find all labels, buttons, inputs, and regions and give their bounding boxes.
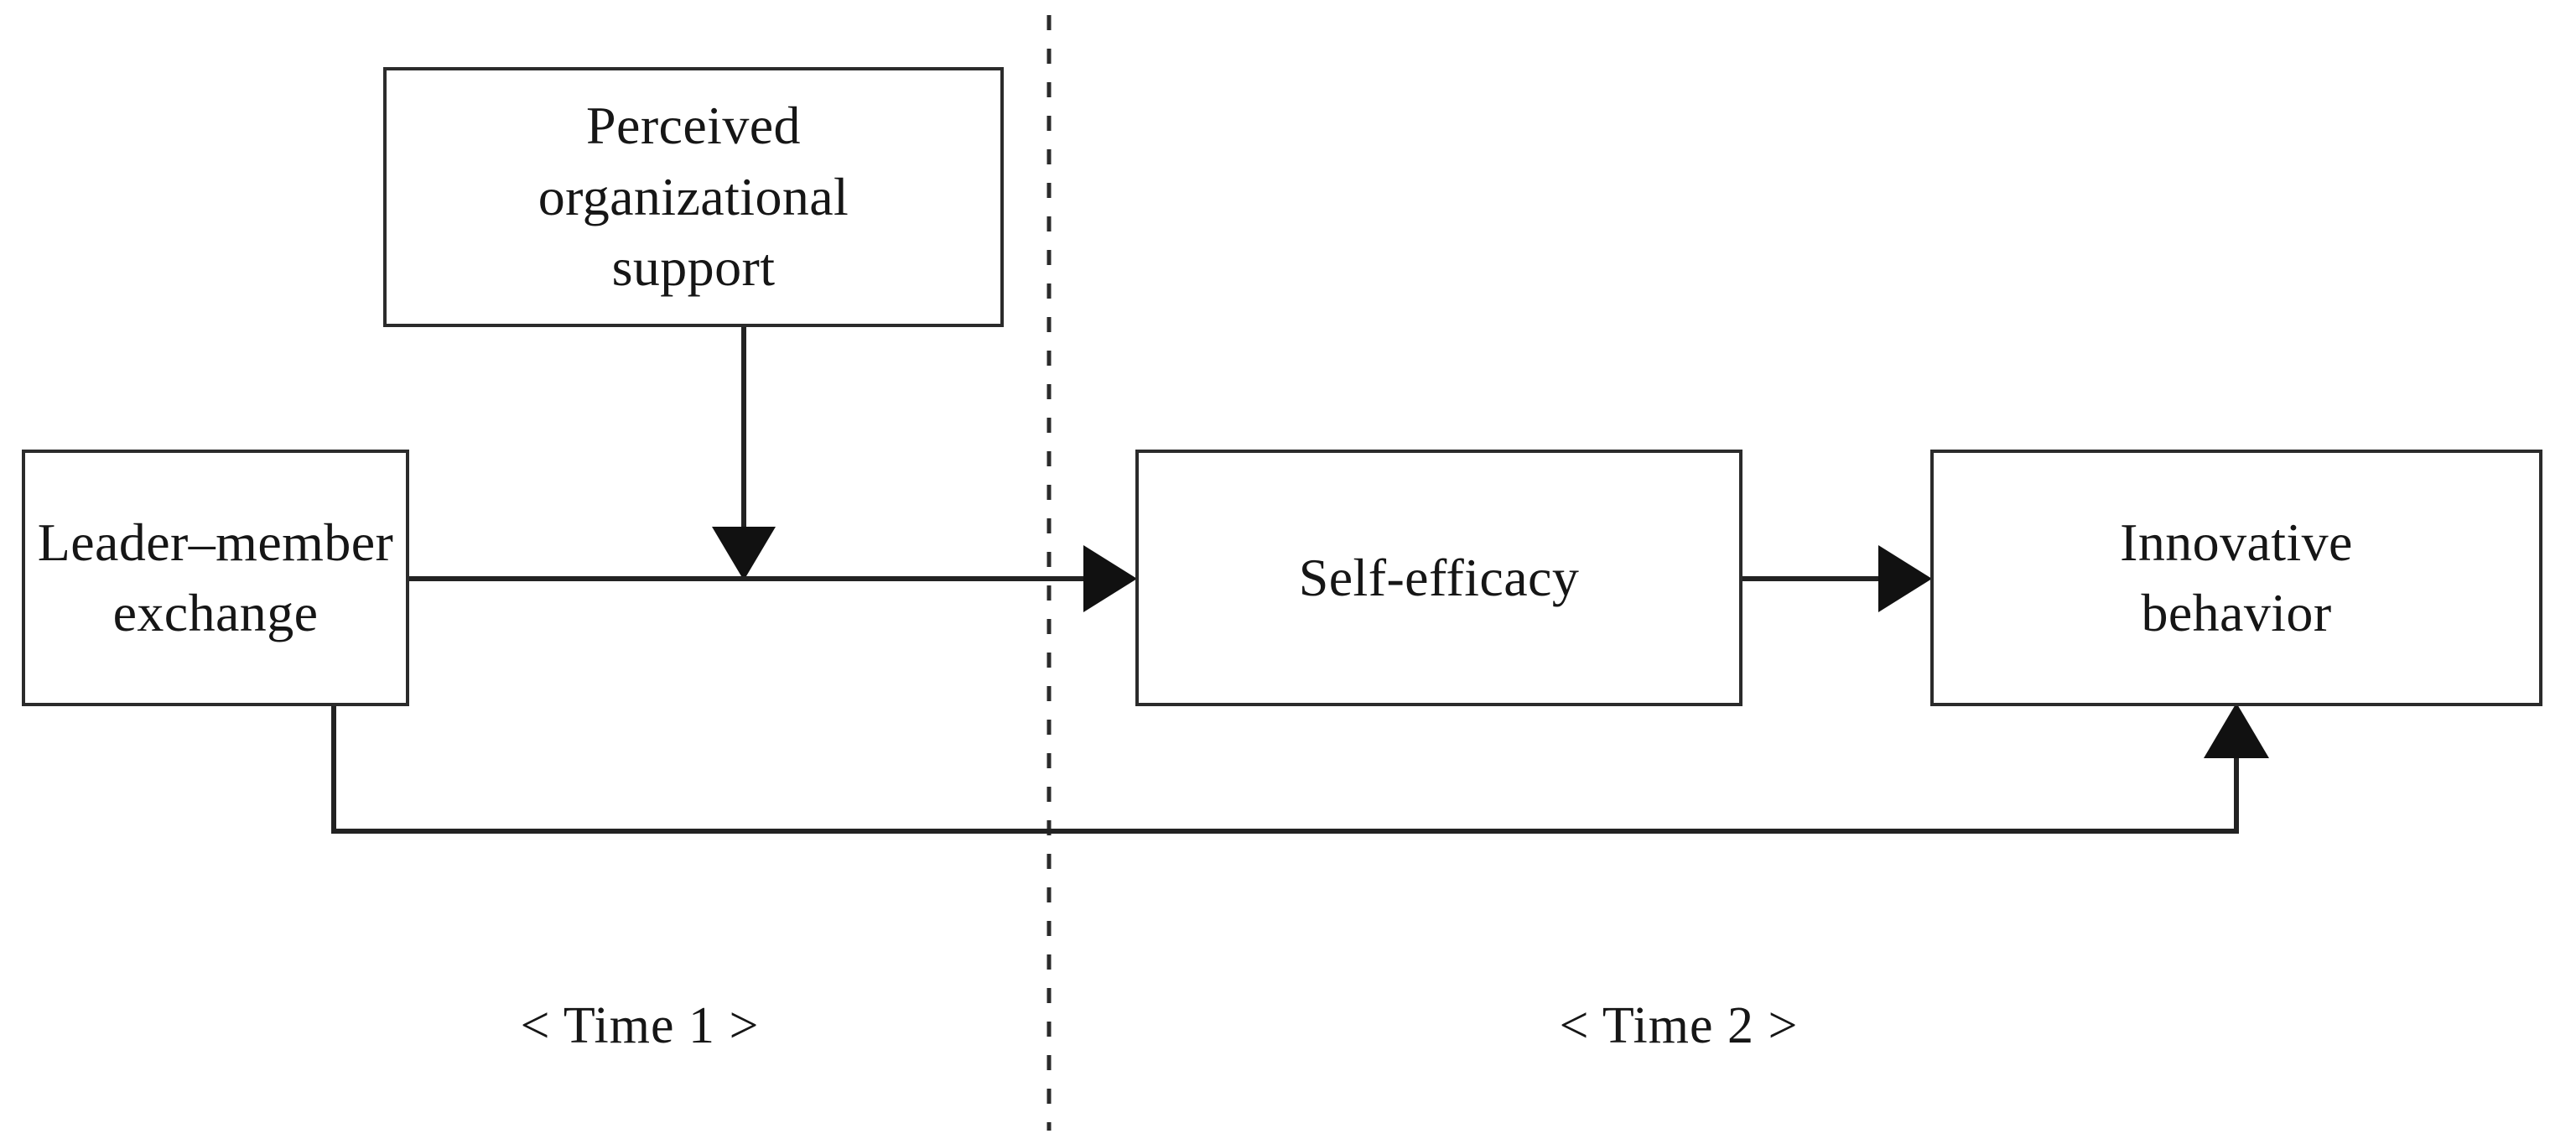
phase-label-time-2: < Time 2 > (1559, 997, 1799, 1054)
phase-label-time-1: < Time 1 > (520, 997, 760, 1054)
edge-lmx-to-innovative-line (331, 706, 2239, 834)
node-leader-member-exchange[interactable]: Leader–member exchange (22, 450, 409, 706)
node-label-leader-member-exchange: Leader–member exchange (37, 512, 394, 642)
node-label-innovative-behavior: Innovative behavior (2120, 512, 2353, 642)
edge-lmx-to-self-efficacy-arrowhead (1083, 545, 1137, 612)
node-innovative-behavior[interactable]: Innovative behavior (1930, 450, 2542, 706)
node-perceived-organizational-support[interactable]: Perceived organizational support (383, 67, 1004, 327)
edge-lmx-to-innovative-arrowhead (2204, 703, 2269, 758)
node-label-perceived-organizational-support: Perceived organizational support (538, 96, 849, 298)
node-self-efficacy[interactable]: Self-efficacy (1135, 450, 1742, 706)
edge-pos-to-path-arrowhead (712, 527, 776, 580)
edge-self-efficacy-to-innovative-arrowhead (1878, 545, 1932, 612)
node-label-self-efficacy: Self-efficacy (1298, 547, 1580, 607)
